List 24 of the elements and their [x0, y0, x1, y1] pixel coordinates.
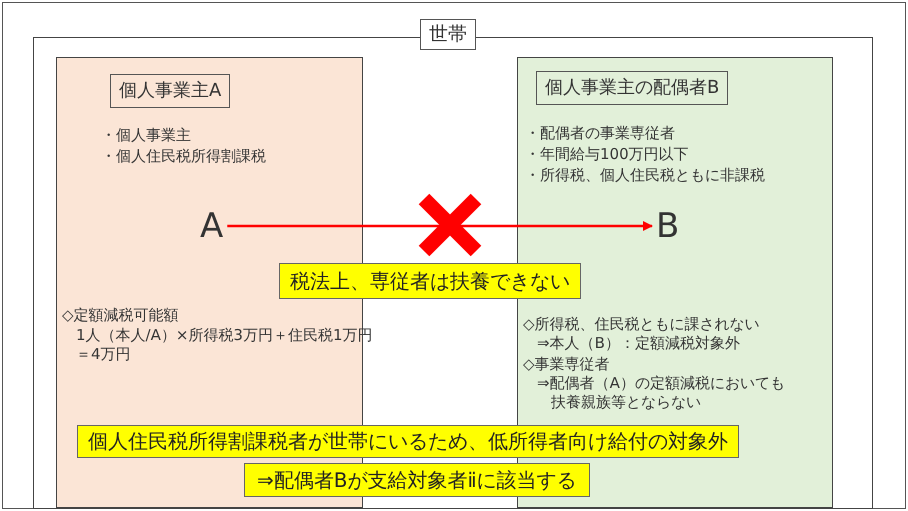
note-text: ◇事業専従者 [523, 355, 610, 374]
arrow [227, 221, 653, 231]
note-text: ⇒本人（B）：定額減税対象外 [537, 334, 740, 353]
note-banner [77, 425, 739, 458]
banner-text: ⇒配偶者Bが支給対象者ⅱに該当する [257, 467, 577, 493]
heading-text: 個人事業主A [119, 79, 222, 103]
note-banner [244, 463, 590, 497]
note-text: ⇒配偶者（A）の定額減税においても扶養親族等とならない [537, 374, 786, 412]
bullet-text: ・個人事業主 [101, 126, 191, 145]
heading-box [536, 71, 728, 105]
heading-text: 個人事業主の配偶者B [545, 76, 720, 100]
banner-text: 個人住民税所得割課税者が世帯にいるため、低所得者向け給付の対象外 [88, 428, 728, 454]
letter-text: B [656, 205, 680, 248]
note-banner [279, 263, 581, 299]
bullet-text: ・所得税、個人住民税ともに非課税 [525, 166, 765, 185]
bullet-text: ・個人住民税所得割課税 [101, 147, 266, 166]
heading-box [110, 74, 230, 108]
household-title: 世帯 [420, 19, 476, 50]
letter-text: A [200, 205, 224, 248]
note-text: ◇定額減税可能額 [62, 306, 179, 325]
bullet-text: ・年間給与100万円以下 [525, 145, 689, 164]
banner-text: 税法上、専従者は扶養できない [290, 268, 570, 294]
note-text: ◇所得税、住民税ともに課されない [523, 315, 760, 334]
bullet-text: ・配偶者の事業専従者 [525, 124, 675, 143]
